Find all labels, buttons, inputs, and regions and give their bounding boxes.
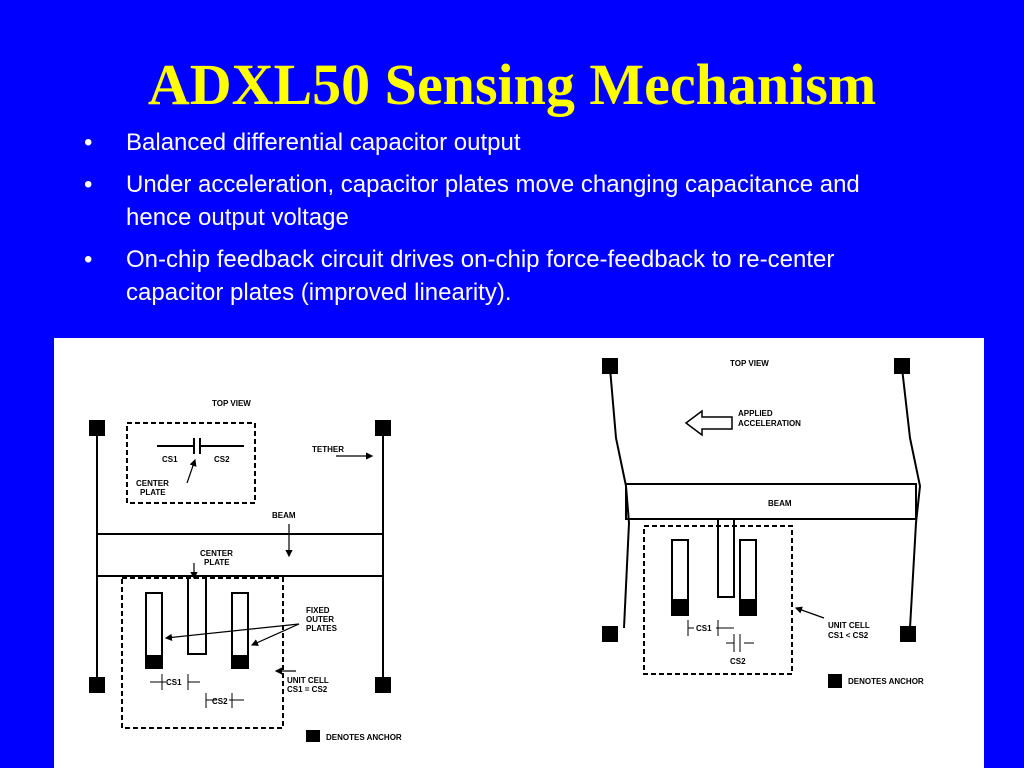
bullet-dot: • (84, 171, 93, 198)
right-tether (901, 367, 922, 629)
label-top-view: TOP VIEW (730, 359, 769, 368)
label-anchor: DENOTES ANCHOR (326, 733, 402, 742)
label-anchor: DENOTES ANCHOR (848, 677, 924, 686)
anchor-mark (671, 599, 689, 616)
label-fixed-1: FIXED (306, 606, 330, 615)
bullet-dot: • (84, 246, 93, 273)
anchor-icon (602, 626, 618, 642)
label-cs2: CS2 (730, 657, 746, 666)
left-diagram-at-rest (96, 422, 384, 729)
anchor-icon (375, 677, 391, 693)
label-fixed-3: PLATES (306, 624, 338, 633)
anchor-icon (375, 420, 391, 436)
label-center-plate-2: PLATE (140, 488, 166, 497)
label-applied-1: APPLIED (738, 409, 773, 418)
beam (96, 533, 384, 577)
anchor-icon (900, 626, 916, 642)
sensor-diagram: TOP VIEW CS1 CS2 CENTER PLATE TETHER BEA… (89, 358, 924, 742)
anchor-mark (231, 655, 249, 669)
label-unit-cell-2: CS1 < CS2 (828, 631, 869, 640)
bullet-text: Under acceleration, capacitor plates mov… (126, 171, 860, 231)
label-unit-cell-1: UNIT CELL (828, 621, 870, 630)
bullet-item: • Balanced differential capacitor output (84, 126, 904, 159)
label-beam: BEAM (272, 511, 296, 520)
label-cs2: CS2 (212, 697, 228, 706)
sensor-diagram-panel: TOP VIEW CS1 CS2 CENTER PLATE TETHER BEA… (54, 338, 984, 768)
unit-cell-outline (643, 525, 793, 675)
label-center-plate-1: CENTER (136, 479, 169, 488)
label-center-plate-top-1: CENTER (200, 549, 233, 558)
right-diagram-accelerated (609, 367, 922, 675)
label-top-view: TOP VIEW (212, 399, 251, 408)
bullet-text: Balanced differential capacitor output (126, 129, 521, 156)
label-unit-cell-1: UNIT CELL (287, 676, 329, 685)
label-applied-2: ACCELERATION (738, 419, 801, 428)
bullet-text: On-chip feedback circuit drives on-chip … (126, 246, 835, 306)
label-beam: BEAM (768, 499, 792, 508)
bullet-item: • Under acceleration, capacitor plates mo… (84, 168, 904, 234)
label-unit-cell-2: CS1 = CS2 (287, 685, 328, 694)
anchor-icon (894, 358, 910, 374)
label-center-plate-top-2: PLATE (204, 558, 230, 567)
anchor-icon (89, 677, 105, 693)
inset-outline (126, 422, 256, 504)
beam (625, 483, 917, 520)
label-cs1: CS1 (166, 678, 182, 687)
anchor-legend-icon (306, 730, 320, 742)
center-plate (187, 575, 207, 655)
anchor-legend-icon (828, 674, 842, 688)
anchor-mark (145, 655, 163, 669)
label-cs1: CS1 (696, 624, 712, 633)
label-fixed-2: OUTER (306, 615, 334, 624)
slide-title: ADXL50 Sensing Mechanism (147, 52, 877, 117)
anchor-icon (89, 420, 105, 436)
center-plate (717, 518, 735, 598)
anchor-icon (602, 358, 618, 374)
label-cs1-inset: CS1 (162, 455, 178, 464)
bullet-list: •Balanced differential capacitor output … (84, 126, 904, 318)
label-tether: TETHER (312, 445, 344, 454)
label-cs2-inset: CS2 (214, 455, 230, 464)
unit-cell-outline (121, 577, 284, 729)
bullet-item: • On-chip feedback circuit drives on-chip… (84, 243, 904, 309)
anchor-mark (739, 599, 757, 616)
applied-acceleration-arrow (684, 409, 733, 437)
bullet-dot: • (84, 129, 93, 156)
